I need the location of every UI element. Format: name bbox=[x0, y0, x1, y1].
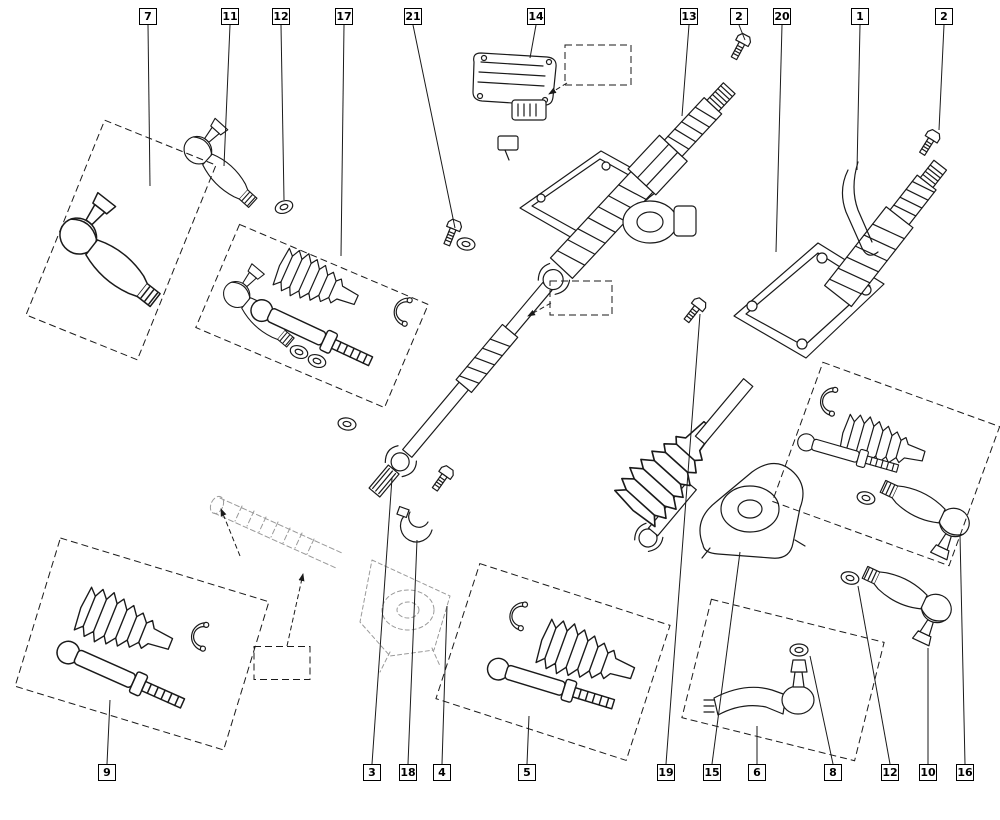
callout-5[interactable]: 5 bbox=[518, 764, 536, 781]
leader-line-12 bbox=[280, 24, 285, 201]
rack-shaft-ghost bbox=[209, 495, 343, 569]
tie-rod-end-11 bbox=[177, 113, 279, 212]
leader-line-2 bbox=[938, 24, 945, 131]
bolt-2-right bbox=[915, 127, 943, 159]
bolt-21 bbox=[439, 217, 477, 253]
callout-7[interactable]: 7 bbox=[139, 8, 157, 25]
dashed-pointer-arrow bbox=[286, 573, 305, 647]
leader-line-2 bbox=[738, 24, 746, 41]
tie-rod-kit-9 bbox=[52, 582, 210, 715]
dashed-group-box bbox=[564, 44, 632, 86]
callout-12[interactable]: 12 bbox=[272, 8, 290, 25]
leader-line-12 bbox=[857, 585, 891, 765]
leader-line-9 bbox=[106, 699, 111, 765]
dashed-group-box bbox=[195, 223, 429, 409]
rack-clamp bbox=[396, 505, 433, 543]
lock-washer-12b bbox=[839, 569, 861, 587]
callout-11[interactable]: 11 bbox=[221, 8, 239, 25]
leader-line-17 bbox=[340, 24, 345, 257]
leader-line-18 bbox=[407, 539, 418, 765]
bolt-2-left bbox=[727, 31, 753, 63]
callout-15[interactable]: 15 bbox=[703, 764, 721, 781]
callout-20[interactable]: 20 bbox=[773, 8, 791, 25]
callout-18[interactable]: 18 bbox=[399, 764, 417, 781]
assist-motor bbox=[622, 200, 697, 244]
leader-line-15 bbox=[711, 551, 741, 765]
tie-rod-kit-5 bbox=[484, 599, 643, 716]
dashed-group-box bbox=[549, 280, 613, 316]
callout-19[interactable]: 19 bbox=[657, 764, 675, 781]
callout-1[interactable]: 1 bbox=[851, 8, 869, 25]
dashed-group-box bbox=[681, 598, 885, 762]
callout-6[interactable]: 6 bbox=[748, 764, 766, 781]
leader-line-3 bbox=[371, 477, 393, 765]
callout-9[interactable]: 9 bbox=[98, 764, 116, 781]
leader-line-14 bbox=[529, 24, 537, 59]
tie-rod-end-10 bbox=[847, 561, 957, 649]
leader-line-7 bbox=[147, 24, 151, 187]
callout-16[interactable]: 16 bbox=[956, 764, 974, 781]
dashed-group-box bbox=[253, 646, 311, 680]
dashed-pointer-arrow bbox=[548, 82, 568, 95]
callout-12[interactable]: 12 bbox=[881, 764, 899, 781]
callout-10[interactable]: 10 bbox=[919, 764, 937, 781]
right-column-assembly bbox=[609, 159, 948, 553]
leader-line-1 bbox=[856, 24, 861, 171]
dashed-group-box bbox=[435, 562, 671, 762]
leader-line-16 bbox=[959, 534, 966, 765]
callout-3[interactable]: 3 bbox=[363, 764, 381, 781]
leader-line-8 bbox=[809, 655, 834, 765]
intermediate-shaft bbox=[368, 262, 571, 498]
dashed-pointer-arrow bbox=[220, 508, 241, 557]
tie-rod-kit-16 bbox=[795, 384, 975, 563]
shaft-nut bbox=[336, 415, 358, 433]
bolt-19 bbox=[680, 295, 709, 326]
leader-line-5 bbox=[526, 715, 530, 765]
callout-8[interactable]: 8 bbox=[824, 764, 842, 781]
ujoint-pinch-bolt bbox=[428, 463, 457, 494]
callout-17[interactable]: 17 bbox=[335, 8, 353, 25]
callout-14[interactable]: 14 bbox=[527, 8, 545, 25]
control-module bbox=[472, 52, 557, 161]
outer-tie-rod-end-6 bbox=[703, 643, 815, 716]
dashed-group-box bbox=[25, 119, 217, 361]
upper-column-shaft bbox=[549, 82, 736, 279]
leader-line-20 bbox=[775, 24, 783, 253]
dashed-pointer-arrow bbox=[527, 302, 552, 317]
leader-line-4 bbox=[441, 605, 448, 765]
leader-line-11 bbox=[223, 24, 231, 167]
dashed-group-box bbox=[771, 361, 1000, 567]
callout-13[interactable]: 13 bbox=[680, 8, 698, 25]
callout-2[interactable]: 2 bbox=[730, 8, 748, 25]
column-grommet-cover bbox=[699, 462, 806, 559]
callout-4[interactable]: 4 bbox=[433, 764, 451, 781]
outer-tie-rod-end-left bbox=[51, 187, 187, 313]
leader-line-21 bbox=[412, 24, 456, 229]
leader-line-19 bbox=[665, 313, 701, 765]
tie-rod-kit-17 bbox=[217, 244, 414, 372]
callout-2[interactable]: 2 bbox=[935, 8, 953, 25]
rack-housing-ghost bbox=[359, 559, 451, 673]
callout-21[interactable]: 21 bbox=[404, 8, 422, 25]
leader-line-13 bbox=[681, 24, 690, 117]
lock-washer-12 bbox=[272, 197, 296, 217]
